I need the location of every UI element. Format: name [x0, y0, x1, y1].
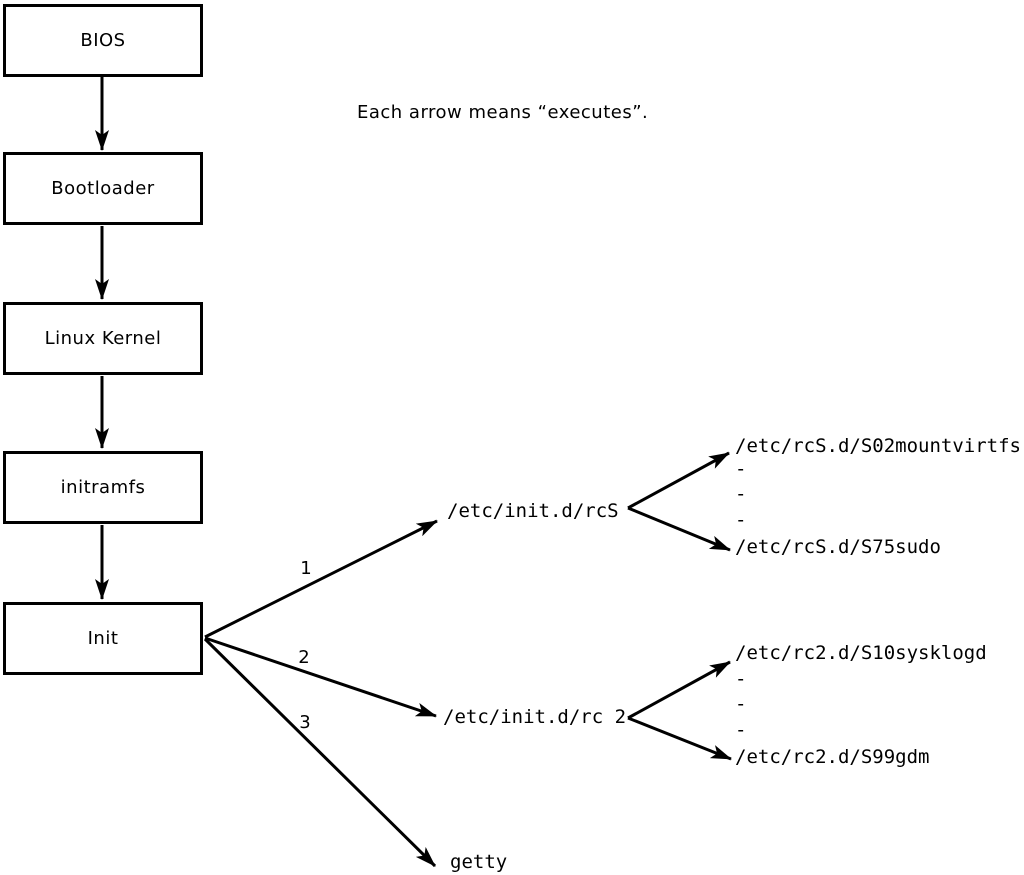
- arrow-init-to-rc2: [204, 636, 437, 718]
- rcs-child-ellipsis-2: -: [735, 483, 747, 505]
- flow-box-initramfs-label: initramfs: [60, 477, 146, 498]
- arrow-order-label-3: 3: [299, 712, 311, 733]
- script-getty-label: getty: [450, 851, 508, 873]
- arrow-order-label-1: 1: [300, 558, 312, 579]
- rc2-child-s10sysklogd: /etc/rc2.d/S10sysklogd: [735, 642, 987, 664]
- arrow-order-label-2: 2: [298, 647, 310, 668]
- flow-box-bootloader: Bootloader: [3, 152, 203, 225]
- rc2-child-s99gdm: /etc/rc2.d/S99gdm: [735, 746, 930, 768]
- arrow-init-to-rcs: [204, 519, 438, 639]
- flow-box-bios-label: BIOS: [80, 30, 126, 51]
- arrow-init-to-getty: [203, 637, 437, 868]
- flow-box-bootloader-label: Bootloader: [51, 178, 155, 199]
- flow-box-init-label: Init: [87, 628, 119, 649]
- arrow-rcs-to-s02mountvirtfs: [627, 451, 730, 510]
- arrow-rcs-to-s75sudo: [627, 506, 731, 552]
- script-rc2-label: /etc/init.d/rc 2: [443, 706, 627, 728]
- script-rcs-label: /etc/init.d/rcS: [447, 500, 619, 522]
- rcs-child-s02mountvirtfs: /etc/rcS.d/S02mountvirtfs: [735, 435, 1021, 457]
- flow-box-linux-kernel-label: Linux Kernel: [44, 328, 162, 349]
- arrow-rc2-to-s10sysklogd: [627, 660, 731, 720]
- rcs-child-s75sudo: /etc/rcS.d/S75sudo: [735, 536, 941, 558]
- rc2-child-ellipsis-2: -: [735, 693, 747, 715]
- rc2-child-ellipsis-1: -: [735, 668, 747, 690]
- flow-box-init: Init: [3, 602, 203, 675]
- flow-box-linux-kernel: Linux Kernel: [3, 302, 203, 375]
- flow-box-bios: BIOS: [3, 4, 203, 77]
- rcs-child-ellipsis-3: -: [735, 509, 747, 531]
- diagram-caption: Each arrow means “executes”.: [357, 102, 649, 123]
- arrow-rc2-to-s99gdm: [627, 716, 732, 761]
- flow-box-initramfs: initramfs: [3, 451, 203, 524]
- rc2-child-ellipsis-3: -: [735, 719, 747, 741]
- rcs-child-ellipsis-1: -: [735, 458, 747, 480]
